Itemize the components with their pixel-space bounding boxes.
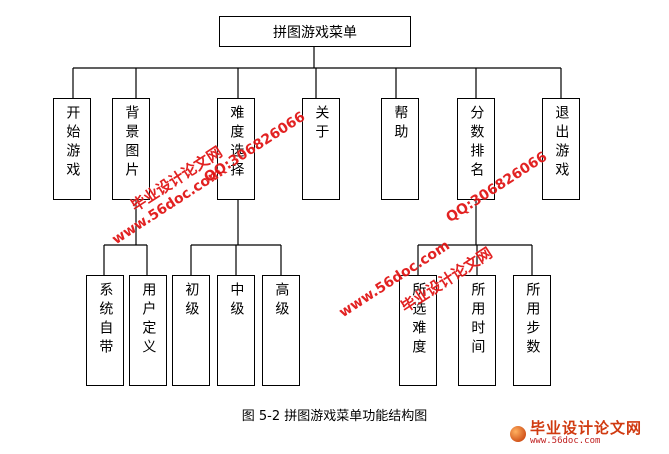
logo-url: www.56doc.com <box>530 436 601 447</box>
node-score-ranking: 分数排名 <box>457 98 495 200</box>
node-label: 中级 <box>228 282 245 320</box>
figure-caption: 图 5-2 拼图游戏菜单功能结构图 <box>241 409 428 424</box>
node-label: 用户定义 <box>140 282 157 358</box>
node-label: 开始游戏 <box>64 105 81 181</box>
node-about: 关于 <box>302 98 340 200</box>
node-exit-game: 退出游戏 <box>542 98 580 200</box>
node-label: 背景图片 <box>123 105 140 181</box>
node-level-intermediate: 中级 <box>217 275 255 386</box>
node-label: 关于 <box>313 105 330 143</box>
site-logo: 毕业设计论文网 www.56doc.com <box>510 418 660 450</box>
root-node: 拼图游戏菜单 <box>219 16 411 47</box>
node-label: 所用步数 <box>524 282 541 358</box>
node-label: 分数排名 <box>468 105 485 181</box>
node-label: 难度选择 <box>228 105 245 181</box>
node-label: 初级 <box>183 282 200 320</box>
node-level-beginner: 初级 <box>172 275 210 386</box>
node-steps-used: 所用步数 <box>513 275 551 386</box>
node-label: 系统自带 <box>97 282 114 358</box>
node-help: 帮助 <box>381 98 419 200</box>
node-level-advanced: 高级 <box>262 275 300 386</box>
node-label: 高级 <box>273 282 290 320</box>
root-node-label: 拼图游戏菜单 <box>273 24 357 41</box>
node-user-defined: 用户定义 <box>129 275 167 386</box>
node-selected-difficulty: 所选难度 <box>399 275 437 386</box>
node-difficulty-select: 难度选择 <box>217 98 255 200</box>
node-start-game: 开始游戏 <box>53 98 91 200</box>
node-system-builtin: 系统自带 <box>86 275 124 386</box>
globe-icon <box>510 426 526 442</box>
node-label: 帮助 <box>392 105 409 143</box>
node-time-used: 所用时间 <box>458 275 496 386</box>
node-background-image: 背景图片 <box>112 98 150 200</box>
node-label: 所用时间 <box>469 282 486 358</box>
node-label: 退出游戏 <box>553 105 570 181</box>
node-label: 所选难度 <box>410 282 427 358</box>
logo-title: 毕业设计论文网 <box>530 419 643 438</box>
